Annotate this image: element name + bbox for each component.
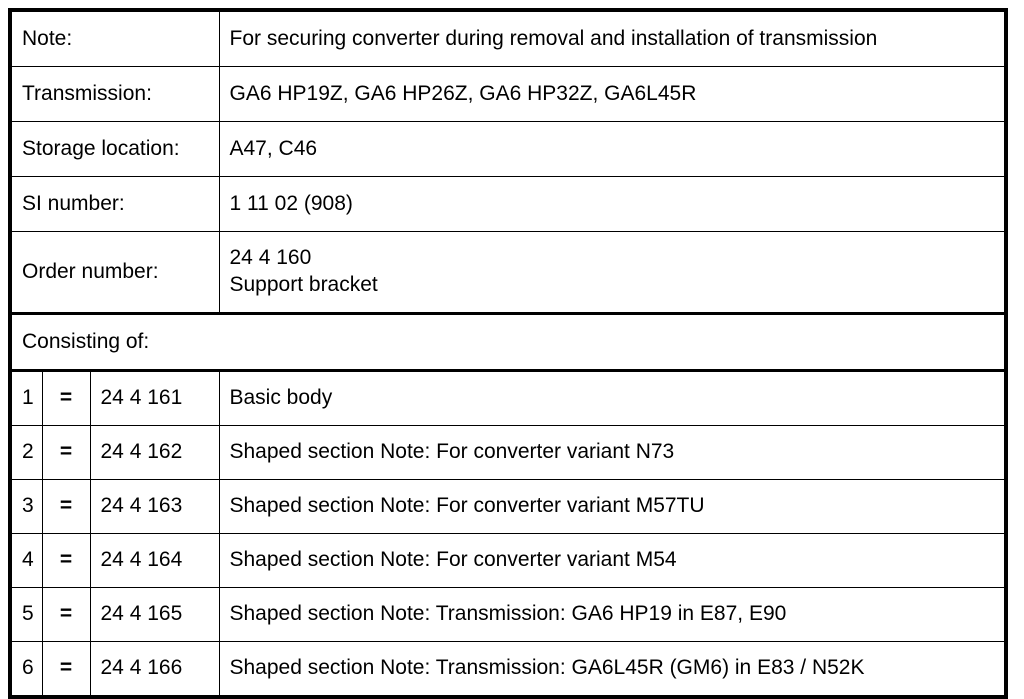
table-row-transmission: Transmission: GA6 HP19Z, GA6 HP26Z, GA6 … [9, 66, 1007, 122]
table-row: 1 = 24 4 161 Basic body [9, 370, 1007, 426]
order-number-description: Support bracket [229, 273, 378, 296]
item-description: Basic body [218, 370, 1007, 426]
order-number-value: 24 4 160 [229, 246, 312, 270]
equals-icon: = [41, 587, 91, 642]
item-description: Shaped section Note: Transmission: GA6 H… [218, 587, 1007, 642]
item-number: 3 [9, 479, 43, 534]
table-row-storage-location: Storage location: A47, C46 [9, 121, 1007, 177]
table-row: 6 = 24 4 166 Shaped section Note: Transm… [9, 641, 1007, 698]
table-row-note: Note: For securing converter during remo… [9, 9, 1007, 67]
table-row: 5 = 24 4 165 Shaped section Note: Transm… [9, 587, 1007, 642]
row-value-si-number: 1 11 02 (908) [218, 176, 1007, 232]
table-row: 2 = 24 4 162 Shaped section Note: For co… [9, 425, 1007, 480]
row-value-storage-location: A47, C46 [218, 121, 1007, 177]
table-row-order-number: Order number: 24 4 160 Support bracket [9, 231, 1007, 314]
equals-icon: = [41, 370, 91, 426]
item-description: Shaped section Note: For converter varia… [218, 425, 1007, 480]
table-row: 4 = 24 4 164 Shaped section Note: For co… [9, 533, 1007, 588]
equals-icon: = [41, 479, 91, 534]
special-tool-table: Note: For securing converter during remo… [8, 8, 1008, 699]
row-label-order-number: Order number: [9, 231, 220, 314]
row-value-order-number: 24 4 160 Support bracket [218, 231, 1007, 314]
table-row: 3 = 24 4 163 Shaped section Note: For co… [9, 479, 1007, 534]
item-number: 1 [9, 370, 43, 426]
item-part-number: 24 4 163 [89, 479, 220, 534]
row-label-storage-location: Storage location: [9, 121, 220, 177]
row-value-transmission: GA6 HP19Z, GA6 HP26Z, GA6 HP32Z, GA6L45R [218, 66, 1007, 122]
equals-icon: = [41, 641, 91, 698]
row-label-transmission: Transmission: [9, 66, 220, 122]
equals-icon: = [41, 533, 91, 588]
row-label-si-number: SI number: [9, 176, 220, 232]
item-description: Shaped section Note: Transmission: GA6L4… [218, 641, 1007, 698]
item-number: 5 [9, 587, 43, 642]
item-part-number: 24 4 164 [89, 533, 220, 588]
item-description: Shaped section Note: For converter varia… [218, 479, 1007, 534]
document-sheet: Note: For securing converter during remo… [8, 8, 1008, 699]
section-label-consisting-of: Consisting of: [9, 312, 1007, 372]
row-label-note: Note: [9, 9, 220, 67]
item-number: 2 [9, 425, 43, 480]
item-number: 6 [9, 641, 43, 698]
equals-icon: = [41, 425, 91, 480]
item-part-number: 24 4 162 [89, 425, 220, 480]
item-number: 4 [9, 533, 43, 588]
table-row-si-number: SI number: 1 11 02 (908) [9, 176, 1007, 232]
item-part-number: 24 4 166 [89, 641, 220, 698]
row-value-note: For securing converter during removal an… [218, 9, 1007, 67]
item-description: Shaped section Note: For converter varia… [218, 533, 1007, 588]
table-row-consisting-of: Consisting of: [9, 312, 1007, 372]
item-part-number: 24 4 165 [89, 587, 220, 642]
item-part-number: 24 4 161 [89, 370, 220, 426]
